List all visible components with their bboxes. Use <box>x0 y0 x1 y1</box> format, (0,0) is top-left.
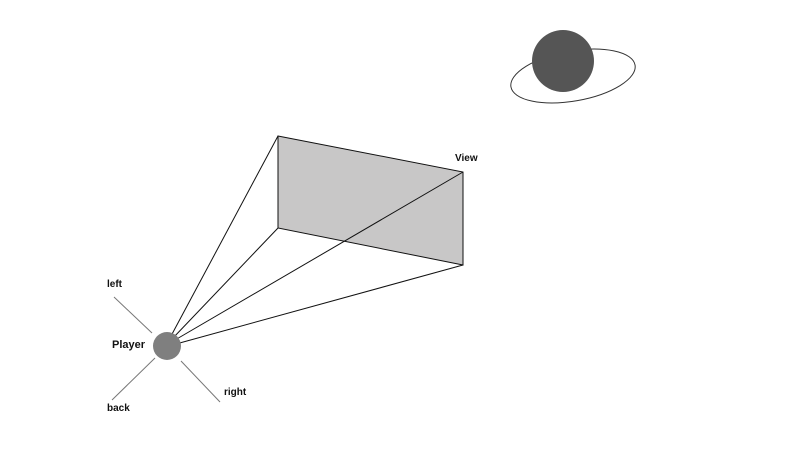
player-marker <box>153 332 181 360</box>
label-back: back <box>107 403 130 414</box>
frustum-line-bottom-left <box>172 227 279 339</box>
view-frustum-lines <box>170 135 464 345</box>
direction-lines <box>111 296 221 403</box>
label-right: right <box>224 387 247 398</box>
frustum-line-top-left <box>170 135 279 337</box>
direction-back-line <box>111 357 156 401</box>
planet-body <box>532 30 594 92</box>
frustum-line-bottom-right <box>175 264 464 345</box>
view-plane <box>277 135 464 266</box>
direction-right-line <box>180 360 221 403</box>
label-player: Player <box>112 339 146 351</box>
label-view: View <box>455 153 478 164</box>
planet <box>510 30 636 104</box>
label-left: left <box>107 279 122 290</box>
frustum-line-top-right <box>174 171 464 341</box>
direction-left-line <box>113 296 153 334</box>
